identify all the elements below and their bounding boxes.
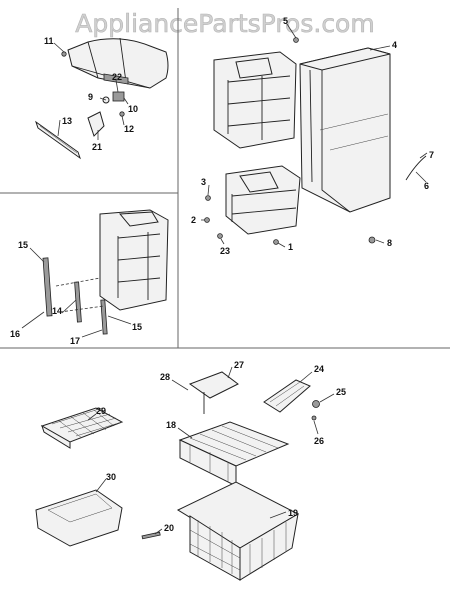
hinge-bracket xyxy=(87,111,105,137)
callout-15-upper: 15 xyxy=(18,240,28,250)
callout-25: 25 xyxy=(336,387,346,397)
ice-tray-29 xyxy=(40,407,124,449)
callout-13: 13 xyxy=(62,116,72,126)
callout-4: 4 xyxy=(392,40,397,50)
screw-3 xyxy=(205,195,211,201)
callout-10: 10 xyxy=(128,104,138,114)
callout-7: 7 xyxy=(429,150,434,160)
trim-strip xyxy=(35,120,81,160)
callout-23: 23 xyxy=(220,246,230,256)
callout-19: 19 xyxy=(288,508,298,518)
control-housing xyxy=(67,37,169,89)
tube-6 xyxy=(405,155,427,181)
basket-18 xyxy=(178,421,290,487)
rail-15 xyxy=(42,257,53,317)
callout-22: 22 xyxy=(112,72,122,82)
watermark-text: AppliancePartsPros.com xyxy=(75,9,374,38)
callout-21: 21 xyxy=(92,142,102,152)
callout-11: 11 xyxy=(44,36,54,46)
control-knob xyxy=(102,91,125,104)
callout-3: 3 xyxy=(201,177,206,187)
liner-assembly-left xyxy=(99,209,169,311)
dashed-guide xyxy=(55,277,105,313)
callout-6: 6 xyxy=(424,181,429,191)
screw-12 xyxy=(119,111,125,117)
callout-27: 27 xyxy=(234,360,244,370)
pin-20 xyxy=(141,531,161,540)
screw-2 xyxy=(204,217,210,223)
basket-19 xyxy=(176,481,300,581)
screw-1 xyxy=(273,239,279,245)
callout-labels: 11 22 9 10 12 13 21 5 4 7 6 3 2 23 1 8 1… xyxy=(10,16,434,533)
bracket-27 xyxy=(188,371,239,414)
callout-26: 26 xyxy=(314,436,324,446)
callout-5: 5 xyxy=(283,16,288,26)
callout-30: 30 xyxy=(106,472,116,482)
callout-9: 9 xyxy=(88,92,93,102)
leader-lines xyxy=(21,23,428,535)
callout-1: 1 xyxy=(288,242,293,252)
screw-23 xyxy=(217,233,223,239)
callout-18: 18 xyxy=(166,420,176,430)
rail-14 xyxy=(74,281,82,323)
callout-2: 2 xyxy=(191,215,196,225)
upper-liner xyxy=(213,51,297,149)
roller-25 xyxy=(312,400,320,408)
callout-24: 24 xyxy=(314,364,324,374)
cabinet-shell xyxy=(299,47,391,213)
callout-8: 8 xyxy=(387,238,392,248)
bin-30 xyxy=(35,489,123,547)
lower-liner xyxy=(225,165,301,235)
callout-15-lower: 15 xyxy=(132,322,142,332)
screw-11 xyxy=(61,51,67,57)
callout-29: 29 xyxy=(96,406,106,416)
callout-28: 28 xyxy=(160,372,170,382)
leveler-8 xyxy=(368,236,376,244)
callout-16: 16 xyxy=(10,329,20,339)
screw-5 xyxy=(293,37,299,43)
callout-12: 12 xyxy=(124,124,134,134)
callout-20: 20 xyxy=(164,523,174,533)
shelf-24 xyxy=(263,379,311,413)
rail-17 xyxy=(100,299,108,335)
callout-17: 17 xyxy=(70,336,80,346)
callout-14: 14 xyxy=(52,306,62,316)
clip-26 xyxy=(311,415,317,421)
